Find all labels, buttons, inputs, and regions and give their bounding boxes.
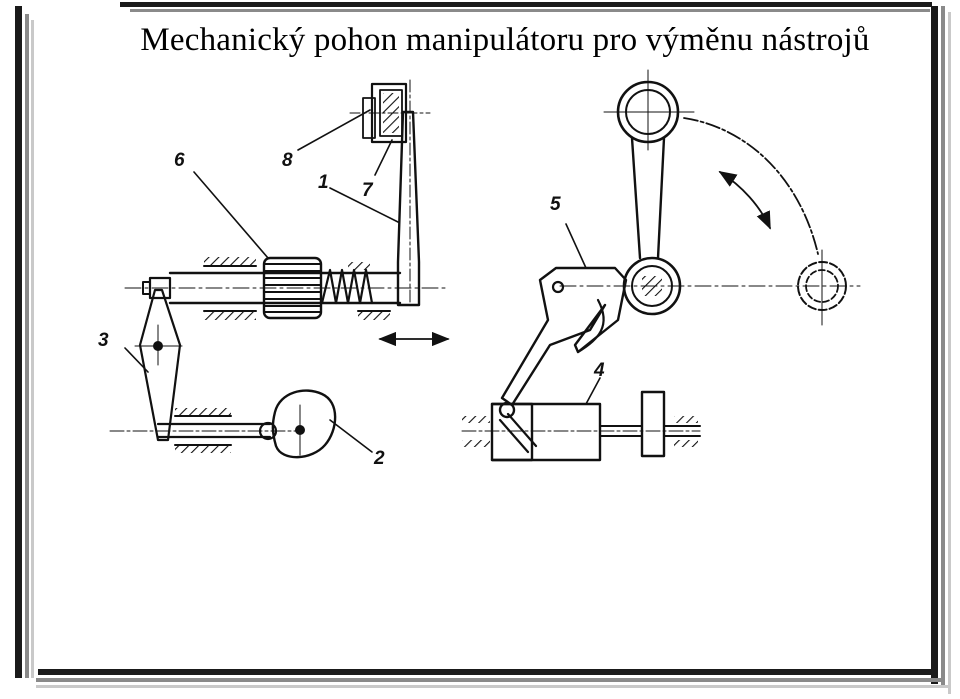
swing-arm (630, 136, 666, 260)
rotation-arrow (718, 171, 771, 230)
bearing-bottom-right (358, 311, 390, 320)
bearing-top-right (348, 262, 370, 270)
leader-6 (193, 171, 269, 259)
lever-1 (396, 110, 421, 307)
frame-bottom-gray (36, 678, 942, 682)
slider-block-4 (490, 401, 602, 462)
coil-spring (320, 268, 374, 305)
label-5: 5 (550, 194, 561, 215)
frame-right-light (948, 12, 951, 694)
flywheel-disk (640, 390, 666, 458)
frame-bottom-dark (38, 669, 938, 675)
bearing-top-left (204, 257, 256, 266)
leader-3 (124, 347, 149, 373)
leader-1 (329, 187, 399, 223)
label-8: 8 (282, 150, 293, 171)
leader-7 (374, 139, 393, 176)
frame-left-dark (15, 6, 22, 678)
label-6: 6 (174, 150, 185, 171)
frame-bottom-light (36, 685, 948, 688)
bearing-lower-top (175, 408, 231, 416)
leader-8 (297, 109, 371, 151)
follower-roller (258, 421, 278, 441)
frame-top-dark (120, 2, 932, 7)
frame-left-gray (25, 14, 29, 678)
cam-2 (271, 389, 337, 459)
bearing-bottom-left (204, 311, 256, 320)
frame-right-gray (941, 6, 945, 688)
gear-sleeve-6 (262, 256, 323, 320)
label-3: 3 (98, 330, 109, 351)
bell-crank-5 (500, 266, 628, 407)
slide-title: Mechanický pohon manipulátoru pro výměnu… (140, 22, 870, 58)
label-4: 4 (593, 360, 605, 381)
leader-2 (329, 419, 373, 453)
frame-right-dark (931, 6, 938, 684)
leader-4 (585, 377, 601, 405)
bearing-lower-bottom (175, 445, 231, 453)
leader-5 (565, 223, 587, 269)
frame-left-light (31, 20, 34, 678)
label-1: 1 (318, 172, 329, 193)
label-2: 2 (373, 448, 385, 469)
frame-top-gray (130, 9, 930, 12)
lever-3 (138, 288, 182, 442)
swing-arc (683, 117, 819, 255)
label-7: 7 (362, 180, 374, 201)
gripper-housing (349, 82, 431, 144)
